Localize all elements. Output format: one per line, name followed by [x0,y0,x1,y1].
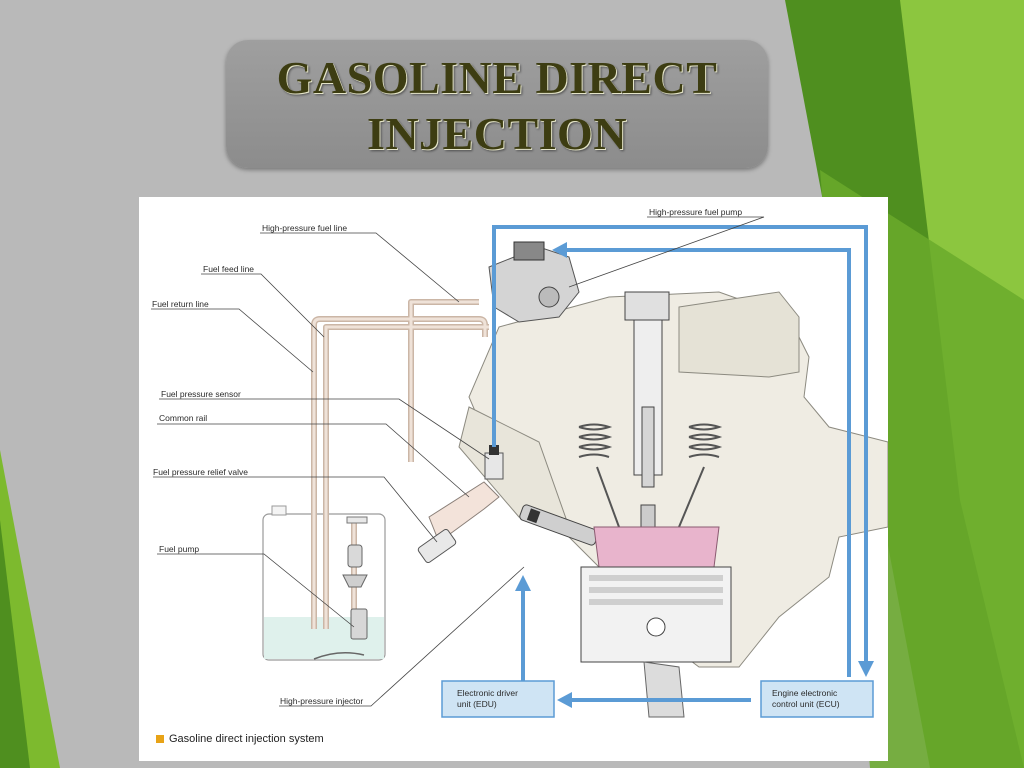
label-common-rail: Common rail [159,413,208,423]
title-line-1: GASOLINE DIRECT [276,52,718,103]
label-high-pressure-injector: High-pressure injector [280,696,364,706]
edu-box [441,680,555,718]
ignition-coil [624,291,670,530]
ecu-box [760,680,874,718]
caption-marker [156,735,164,743]
piston [580,566,732,718]
leader-lines [151,216,765,707]
label-fuel-feed-line: Fuel feed line [203,264,255,274]
diagram-panel: High-pressure fuel line Fuel feed line F… [139,197,888,761]
slide-title: GASOLINE DIRECT INJECTION [226,50,768,162]
label-fuel-return-line: Fuel return line [152,299,209,309]
gdi-system-diagram [151,216,888,718]
engine-block [458,291,888,668]
title-banner: GASOLINE DIRECT INJECTION [226,40,768,168]
valve-springs [578,423,723,528]
figure-caption: Gasoline direct injection system [156,733,324,745]
ecu-label-line-2: control unit (ECU) [772,699,840,709]
ecu-label-line-1: Engine electronic [772,688,838,698]
label-fuel-pressure-relief-valve: Fuel pressure relief valve [153,467,248,477]
caption-text: Gasoline direct injection system [169,733,324,745]
combustion-chamber [593,526,720,568]
green-accent-shape-left-dark [0,520,30,768]
fuel-pump [313,516,368,660]
ecu-label: Engine electronic control unit (ECU) [772,688,868,710]
edu-label: Electronic driver unit (EDU) [457,688,553,710]
signal-arrowheads [515,242,874,708]
title-line-2: INJECTION [366,108,628,159]
ecu-to-injector-line [559,248,851,677]
common-rail [428,445,504,543]
signal-lines [492,225,868,702]
label-high-pressure-fuel-line: High-pressure fuel line [262,223,348,233]
fuel-pressure-relief-valve [417,528,457,564]
label-fuel-pressure-sensor: Fuel pressure sensor [161,389,241,399]
label-fuel-pump: Fuel pump [159,544,200,554]
label-high-pressure-fuel-pump: High-pressure fuel pump [649,207,743,217]
edu-label-line-2: unit (EDU) [457,699,497,709]
high-pressure-fuel-pump [488,241,580,323]
ecu-to-pump-line [492,225,868,662]
edu-label-line-1: Electronic driver [457,688,518,698]
